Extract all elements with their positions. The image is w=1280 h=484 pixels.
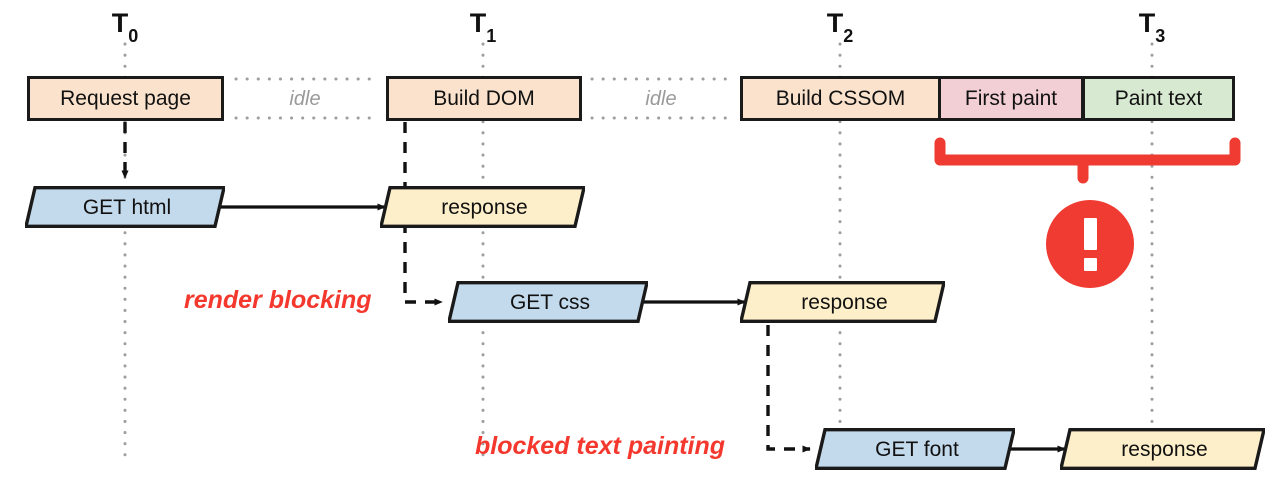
- exclamation-dot: [1083, 257, 1097, 271]
- exclamation-circle-icon: [1046, 200, 1134, 288]
- time-marker-t2-sub: 2: [843, 26, 854, 47]
- response-css-shape: [740, 281, 945, 323]
- time-marker-t1-sub: 1: [486, 26, 497, 47]
- phase-build-dom[interactable]: Build DOM: [386, 76, 582, 121]
- trigger-build-dom-to-get-css: [403, 122, 443, 306]
- response-font-shape: [1060, 428, 1265, 470]
- phase-request-page[interactable]: Request page: [27, 76, 224, 121]
- node-get-css-label: GET css: [509, 290, 591, 314]
- time-marker-t3-base: T: [1138, 8, 1156, 38]
- node-response-css-label: response: [801, 290, 888, 314]
- exclamation-glyph: [1083, 217, 1097, 271]
- time-marker-t2-base: T: [826, 8, 844, 38]
- annotation-blocked-text-painting: blocked text painting: [475, 432, 726, 460]
- node-response-css[interactable]: response: [740, 281, 945, 323]
- time-marker-t3: T3: [1138, 8, 1166, 46]
- idle-label-2: idle: [645, 88, 677, 110]
- phase-paint-text[interactable]: Paint text: [1082, 76, 1235, 121]
- phase-request-page-label: Request page: [60, 87, 191, 110]
- get-font-shape: [815, 428, 1015, 470]
- node-get-font[interactable]: GET font: [815, 428, 1015, 470]
- node-get-font-label: GET font: [875, 437, 959, 461]
- phase-build-dom-label: Build DOM: [433, 87, 535, 110]
- time-marker-t0-base: T: [111, 8, 129, 38]
- phase-build-cssom-label: Build CSSOM: [775, 87, 906, 110]
- node-response-html[interactable]: response: [380, 186, 585, 228]
- phase-first-paint[interactable]: First paint: [938, 76, 1084, 121]
- node-response-font-label: response: [1121, 437, 1208, 461]
- get-css-shape: [448, 281, 648, 323]
- node-get-html[interactable]: GET html: [25, 186, 225, 228]
- idle-rail-lines: [234, 77, 734, 120]
- node-response-html-label: response: [441, 195, 528, 219]
- time-marker-t3-sub: 3: [1155, 26, 1166, 47]
- response-html-shape: [380, 186, 585, 228]
- trigger-css-response-to-get-font: [766, 325, 811, 453]
- time-marker-t1-base: T: [469, 8, 487, 38]
- alert-brace: [934, 137, 1241, 184]
- idle-label-1: idle: [289, 88, 321, 110]
- node-get-css[interactable]: GET css: [448, 281, 648, 323]
- time-marker-t0-sub: 0: [128, 26, 139, 47]
- node-response-font[interactable]: response: [1060, 428, 1265, 470]
- get-html-shape: [25, 186, 225, 228]
- time-marker-t0: T0: [111, 8, 139, 46]
- time-marker-t2: T2: [826, 8, 854, 46]
- node-get-html-label: GET html: [82, 195, 172, 219]
- phase-first-paint-label: First paint: [964, 87, 1058, 110]
- phase-paint-text-label: Paint text: [1114, 87, 1203, 110]
- phase-build-cssom[interactable]: Build CSSOM: [740, 76, 941, 121]
- exclamation-stem: [1083, 217, 1097, 250]
- time-marker-t1: T1: [469, 8, 497, 46]
- annotation-render-blocking: render blocking: [184, 286, 372, 314]
